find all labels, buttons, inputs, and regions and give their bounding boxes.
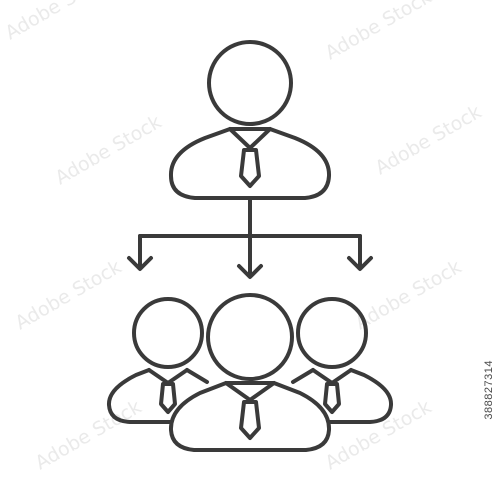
watermark-text: Adobe Stock	[52, 111, 166, 189]
team-right-collar	[311, 368, 353, 385]
team-member-right-person-icon	[291, 297, 393, 424]
watermark-text: Adobe Stock	[322, 396, 436, 474]
watermark-text: Adobe Stock	[32, 396, 146, 474]
team-center-body	[168, 381, 332, 452]
team-center-head-backdrop	[208, 295, 292, 379]
team-left-tie	[159, 382, 177, 414]
team-member-center-person-icon	[168, 293, 332, 452]
team-member-left-person-icon	[107, 297, 209, 424]
watermark-text: Adobe Stock	[2, 0, 116, 44]
arrow-down-icon	[237, 264, 263, 279]
team-right-tie	[323, 382, 341, 414]
watermark-text: Adobe Stock	[12, 256, 126, 334]
watermark-text: Adobe Stock	[372, 101, 486, 179]
team-left-collar	[147, 368, 189, 385]
arrow-down-icon	[127, 256, 153, 271]
team-center-body-backdrop	[170, 383, 330, 450]
team-left-head	[132, 297, 204, 369]
team-right-body	[326, 368, 393, 424]
team-left-body	[107, 368, 174, 424]
manager-person-icon	[168, 40, 332, 200]
team-right-shoulder	[291, 368, 315, 384]
team-center-tie	[239, 400, 261, 440]
icon-artwork	[107, 40, 393, 452]
manager-head	[207, 40, 293, 126]
connector-arrows	[127, 196, 373, 279]
team-right-head	[296, 297, 368, 369]
watermark-text: Adobe Stock	[322, 0, 436, 64]
watermark-text: Adobe Stock	[352, 256, 466, 334]
arrow-down-icon	[347, 256, 373, 271]
manager-collar	[228, 127, 272, 150]
team-center-head	[206, 293, 294, 381]
team-left-shoulder	[185, 368, 209, 384]
stock-id-text: 388827314	[483, 360, 495, 420]
manager-body	[168, 127, 332, 200]
manager-tie	[239, 148, 261, 188]
